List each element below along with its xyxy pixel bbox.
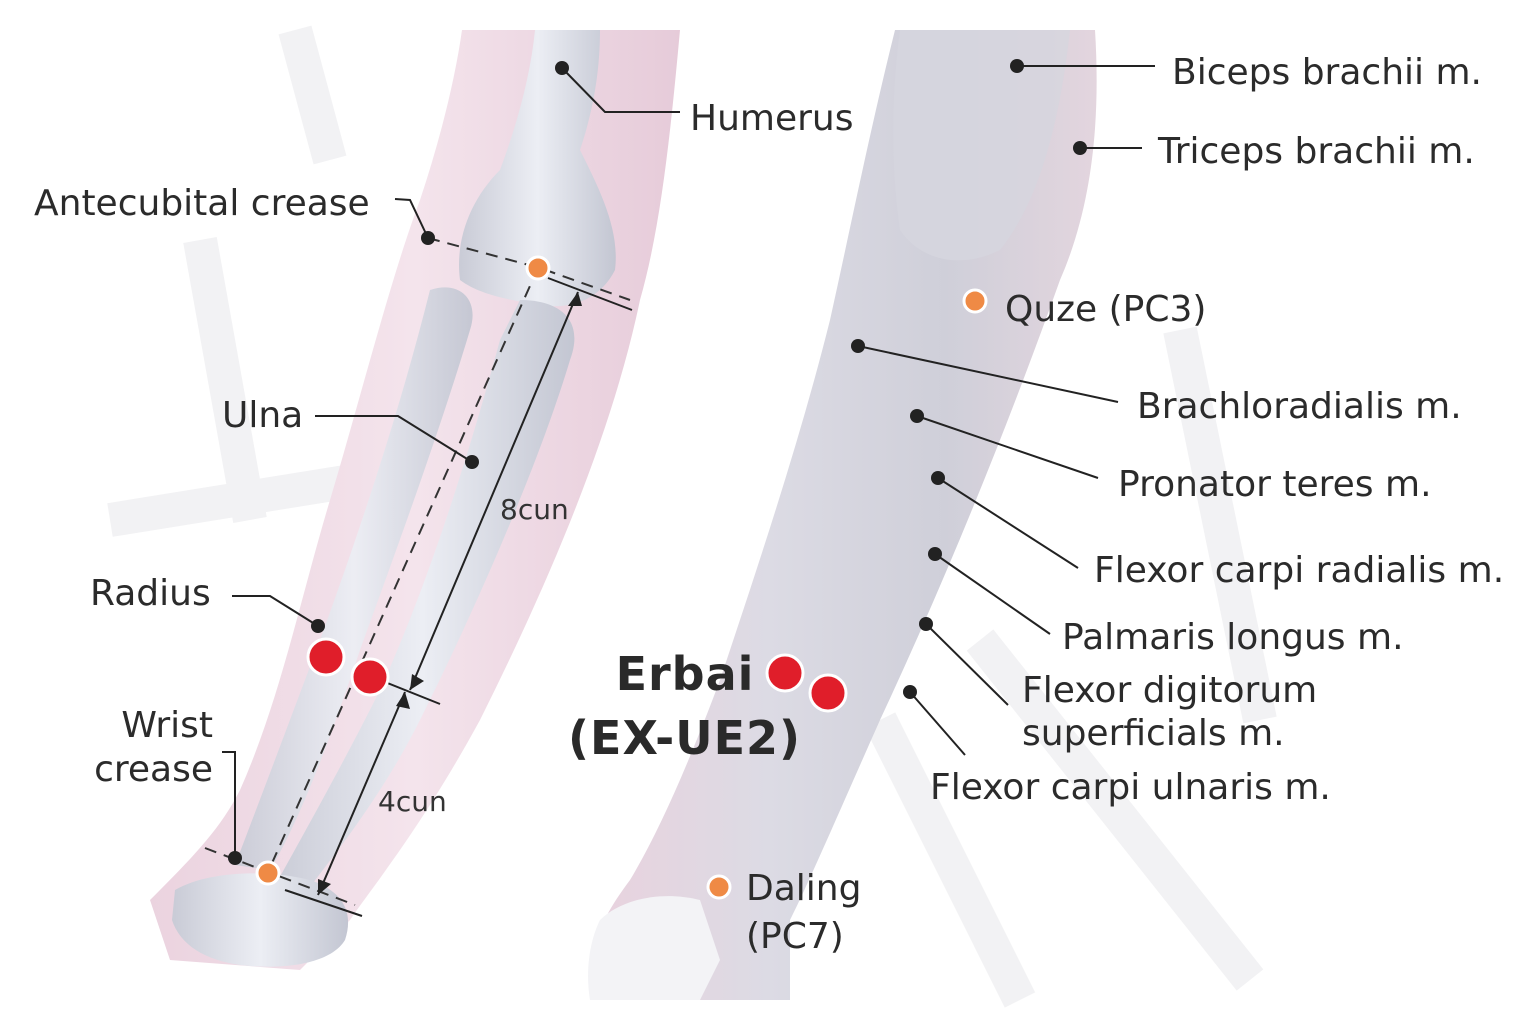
erbai-point-right-2 [808,673,848,713]
measure-line-4cun [317,691,406,896]
label-palmaris: Palmaris longus m. [1062,617,1404,658]
dot-brachioradialis [851,339,865,353]
dot-wrist [228,851,242,865]
label-wrist-crease-1: Wrist [121,705,213,746]
right-arm-muscles [591,30,1097,1000]
label-radius: Radius [90,573,211,614]
dot-flexor-carpi-radialis [931,471,945,485]
dot-triceps [1073,141,1087,155]
leader-humerus [561,67,680,113]
ulna-bone [270,300,575,900]
dot-pronator [910,409,924,423]
label-daling: Daling [746,868,862,909]
label-flexor-carpi-radialis: Flexor carpi radialis m. [1094,550,1505,591]
leader-flexor-carpi-radialis [937,477,1079,569]
label-8cun: 8cun [500,493,569,526]
dot-humerus [555,61,569,75]
acupoint-daling [706,874,732,900]
arrowhead-8cun-top [568,292,582,306]
label-erbai-code: (EX-UE2) [568,711,802,765]
label-ulna: Ulna [222,395,304,436]
label-flexor-digitorum-1: Flexor digitorum [1022,670,1318,711]
label-flexor-carpi-ulnaris: Flexor carpi ulnaris m. [930,767,1331,808]
label-humerus: Humerus [690,98,854,139]
acupoint-wrist-crease [255,860,281,886]
label-brachioradialis: Brachloradialis m. [1137,386,1462,427]
palm-outline [588,896,720,1000]
erbai-point-left-2 [350,657,390,697]
acupoint-elbow-crease [525,255,551,281]
tick-elbow [547,277,633,311]
leader-palmaris [934,553,1051,635]
label-daling-code: (PC7) [746,916,844,957]
leader-flexor-digitorum [925,623,1009,706]
erbai-point-right-1 [765,653,805,693]
label-quze: Quze (PC3) [1005,289,1207,330]
dot-antecubital [421,231,435,245]
label-triceps: Triceps brachii m. [1158,131,1475,172]
leader-brachioradialis [857,345,1119,403]
erbai-point-left-1 [306,637,346,677]
label-pronator: Pronator teres m. [1118,464,1432,505]
acupoint-quze [962,288,988,314]
leader-flexor-carpi-ulnaris [909,691,966,756]
humerus-bone [459,30,616,307]
label-flexor-digitorum-2: superficials m. [1022,713,1285,754]
biceps-muscle [893,30,1070,261]
dot-palmaris [928,547,942,561]
dot-biceps [1010,59,1024,73]
leader-radius [232,595,319,627]
arrowhead-4cun-bottom [318,879,331,895]
measure-line-8cun [409,291,579,691]
arrowhead-4cun-top [396,692,410,709]
label-biceps: Biceps brachii m. [1172,52,1482,93]
dot-ulna [465,455,479,469]
dot-radius [311,619,325,633]
label-4cun: 4cun [378,785,447,818]
leader-ulna [315,415,473,463]
dot-flexor-carpi-ulnaris [903,685,917,699]
label-wrist-crease-2: crease [94,749,213,790]
radius-bone [235,287,473,871]
label-antecubital-crease: Antecubital crease [34,183,370,224]
leader-wrist [222,751,236,858]
watermark [107,25,1277,1008]
label-erbai: Erbai [615,647,755,701]
reference-line-vertical [267,267,539,873]
arrowhead-8cun-bottom [410,674,424,690]
dot-flexor-digitorum [919,617,933,631]
tick-wrist [284,889,363,917]
leader-pronator [916,415,1099,479]
leader-antecubital [394,198,429,239]
